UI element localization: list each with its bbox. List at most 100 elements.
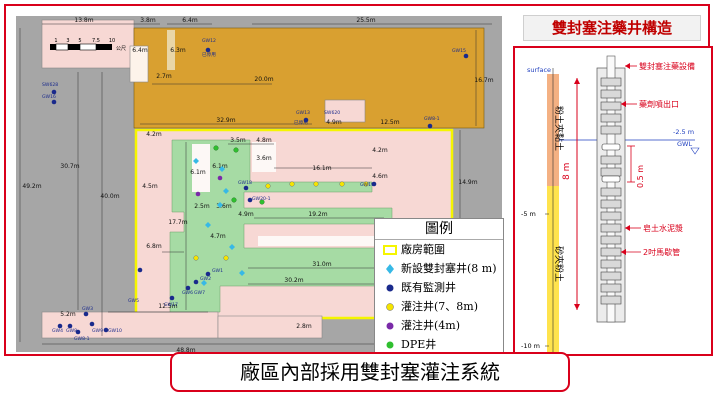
scale-tick: 3 — [66, 38, 69, 44]
zone-green — [169, 139, 393, 313]
scale-tick: 7.5 — [92, 38, 100, 44]
dim-label: 6.4m — [132, 47, 148, 54]
dim-label: 14.9m — [458, 179, 477, 186]
packer-well — [219, 166, 225, 172]
dpe-well — [259, 199, 265, 205]
well-label: GW5 — [128, 298, 139, 304]
dimension-lines — [19, 23, 492, 345]
injection-well — [339, 181, 345, 187]
dim-label: 30.2m — [284, 277, 303, 284]
well-label: SW628 — [42, 82, 58, 88]
well-label: 已停用 — [202, 51, 216, 58]
dim-label: 40.0m — [100, 193, 119, 200]
annotation: 藥劑噴出口 — [639, 99, 679, 109]
arrow-left-icon — [625, 63, 630, 69]
dim-label: 6.4m — [182, 17, 198, 24]
dim-label: 17.7m — [168, 219, 187, 226]
monitoring-wells — [51, 47, 469, 335]
zone-white-block — [129, 45, 149, 83]
pipe-segments — [600, 77, 622, 305]
arrow-left-icon — [621, 101, 626, 107]
well-label: GW13 — [296, 110, 310, 116]
zone-orange-gap — [167, 30, 175, 70]
dim-label: 4.6m — [372, 173, 388, 180]
injection-well — [223, 255, 229, 261]
scale-tick: 5 — [78, 38, 81, 44]
dim-label: 6.8m — [146, 243, 162, 250]
well-section-diagram: 粉土夾黏土 砂夾粉土 surface -5 m -10 m -2.5 m GWL… — [521, 55, 700, 354]
dim-label: 16.7m — [474, 77, 493, 84]
purple-dot-icon — [386, 322, 394, 330]
well-label: GW20-1 — [252, 196, 271, 202]
monitoring-well — [463, 53, 469, 59]
layer-label: 粉土夾黏土 — [553, 106, 565, 151]
dim-label: 49.2m — [22, 183, 41, 190]
well-label: GW8-1 — [424, 116, 440, 122]
zone-pink-mid — [324, 99, 366, 123]
dim-label: 2.5m — [194, 203, 210, 210]
scale-tick: 1 — [54, 38, 57, 44]
monitoring-well — [67, 323, 73, 329]
monitoring-well — [89, 321, 95, 327]
dpe-wells — [213, 145, 265, 205]
dim-label: 4.5m — [142, 183, 158, 190]
injection-well — [289, 181, 295, 187]
navy-dot-icon — [386, 284, 394, 292]
dim-label: 12.5m — [380, 119, 399, 126]
monitoring-well — [247, 197, 253, 203]
dim-label: 31.0m — [312, 261, 331, 268]
monitoring-well — [137, 267, 143, 273]
monitoring-well — [371, 181, 377, 187]
well-label: GW8 — [66, 328, 77, 334]
dim-label: 4.9m — [238, 211, 254, 218]
well-label: SW620 — [324, 110, 340, 116]
dim-label: 4.2m — [372, 147, 388, 154]
legend-item: 廠房範圍 — [375, 240, 503, 259]
dim-label: 48.8m — [176, 347, 195, 354]
injection-wells-7-8m — [193, 181, 369, 261]
arrow-left-icon — [625, 225, 630, 231]
dim-label: 30.7m — [60, 163, 79, 170]
legend: 圖例 廠房範圍 新設雙封塞井(8 m) 既有監測井 灌注井(7、8m) 灌注井(… — [374, 218, 504, 356]
well-section-panel: 雙封塞注藥井構造 粉土夾黏土 砂夾粉土 surface -5 m -10 m -… — [513, 12, 715, 361]
well-label: GW8-1 — [74, 336, 90, 342]
dim-label: 19.2m — [308, 211, 327, 218]
dim-label: 3.6m — [256, 155, 272, 162]
surface-label: surface — [527, 66, 551, 74]
monitoring-well — [193, 279, 199, 285]
well-label: GW16 — [42, 94, 56, 100]
dim-label: 12.5m — [158, 303, 177, 310]
packer-well — [217, 202, 223, 208]
scale-unit: 公尺 — [116, 46, 126, 52]
well-label: GW4 — [52, 328, 63, 334]
packer-well — [239, 270, 245, 276]
dim-label: 6.3m — [170, 47, 186, 54]
monitoring-well — [57, 323, 63, 329]
monitoring-well — [103, 327, 109, 333]
well-label: GW2 — [200, 276, 211, 282]
well-label: GW15 — [452, 48, 466, 54]
arrow-down-icon — [574, 304, 580, 310]
dim-label: 4.7m — [210, 233, 226, 240]
legend-label: 既有監測井 — [401, 281, 456, 294]
dim-label: 5.2m — [60, 311, 76, 318]
monitoring-well — [185, 285, 191, 291]
packer-lower — [601, 175, 621, 183]
injection-well-4m — [217, 175, 223, 181]
monitoring-well — [75, 329, 81, 335]
dim-label: 13.8m — [74, 17, 93, 24]
well-label: GW3 — [82, 306, 93, 312]
dim-label: 4.9m — [326, 119, 342, 126]
packer-upper — [601, 143, 621, 151]
caption: 廠區內部採用雙封塞灌注系統 — [170, 352, 570, 392]
zone-white-aisle-2 — [252, 142, 276, 172]
monitoring-well — [427, 123, 433, 129]
arrow-left-icon — [621, 249, 626, 255]
packer-well — [205, 222, 211, 228]
legend-item: 灌注井(4m) — [375, 316, 503, 335]
legend-label: 灌注井(4m) — [401, 319, 461, 332]
legend-title: 圖例 — [375, 219, 503, 240]
dpe-well — [231, 197, 237, 203]
well-label: GW10 — [108, 328, 122, 334]
dimension-labels: 13.8m 3.8m 6.4m 25.5m 6.4m 6.3m 2.7m 20.… — [22, 17, 493, 354]
